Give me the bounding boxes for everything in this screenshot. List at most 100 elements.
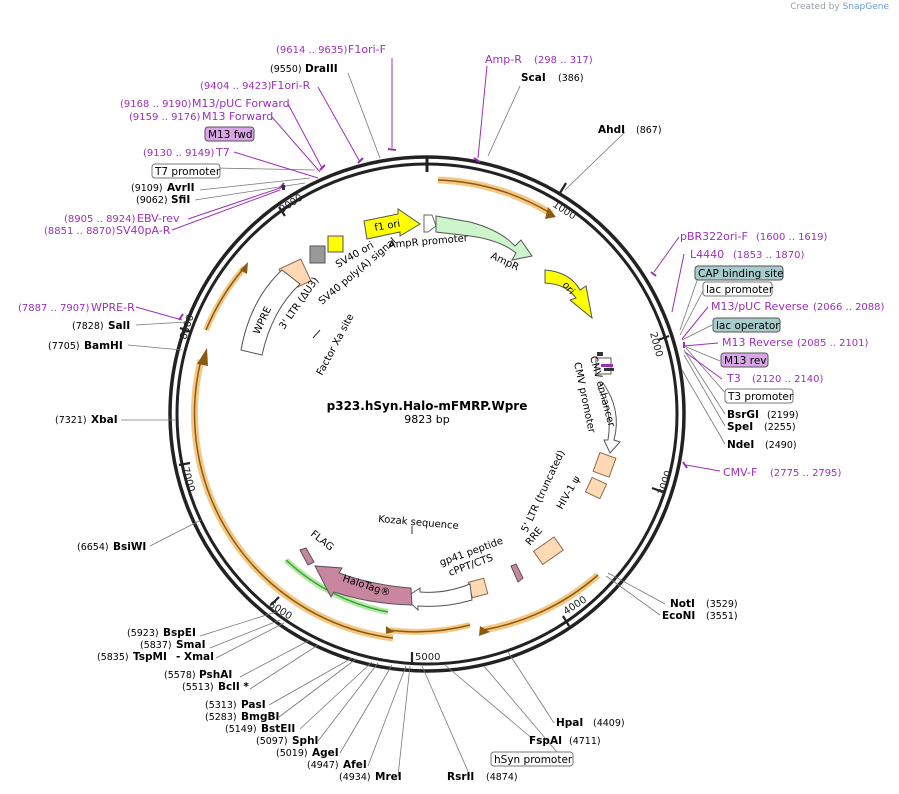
primer-t3-name: T3 [726, 372, 741, 385]
primer-leaders [135, 58, 723, 472]
tick-label-5000: 5000 [415, 652, 440, 663]
primer-f1ori-r-range: (9404 .. 9423) [200, 81, 272, 92]
enzyme-draiii-pos: (9550) [270, 64, 302, 75]
label-cap-binding-site: CAP binding site [698, 268, 784, 280]
label-ltr5: 5' LTR (truncated) [520, 449, 568, 535]
enzyme-hpai-pos: (4409) [593, 718, 625, 729]
enzyme-ndei-name: NdeI [727, 439, 754, 451]
label-flag: FLAG [308, 529, 335, 554]
enzyme-sphi-name: SphI [292, 735, 318, 747]
primer-t3-range: (2120 .. 2140) [752, 374, 824, 385]
primer-m13puc-forward-name: M13/pUC Forward [192, 97, 290, 110]
primer-m13-forward-range: (9159 .. 9176) [129, 112, 201, 123]
enzyme-afei-name: AfeI [343, 759, 367, 771]
enzyme-smai-pos: (5837) [140, 640, 172, 651]
primer-marks [178, 148, 688, 469]
primer-amp-r-range: (298 .. 317) [534, 55, 593, 66]
lac-operator-box [712, 317, 781, 333]
label-m13-fwd: M13 fwd [208, 129, 253, 141]
enzyme-ahdi-name: AhdI [598, 124, 625, 136]
primer-wpre-r-name: WPRE-R [91, 301, 135, 314]
label-kozak: Kozak sequence [378, 514, 459, 532]
enzyme-bsrgi-name: BsrGI [727, 409, 759, 421]
label-factor-xa: Factor Xa site [315, 312, 357, 377]
enzyme-rsrii-pos: (4874) [486, 772, 518, 783]
enzyme-fspai-name: FspAI [529, 735, 562, 747]
label-t3-promoter: T3 promoter [727, 391, 794, 403]
primer-l4440-name: L4440 [690, 248, 724, 261]
rre-box [532, 536, 564, 566]
primer-ebv-rev-name: EBV-rev [137, 212, 180, 225]
enzyme-sfii-pos: (9062) [136, 195, 168, 206]
enzyme-bmgbi-name: BmgBI [241, 711, 279, 723]
snapgene-credit: Created by SnapGene [790, 2, 889, 12]
enzyme-smai-name: SmaI [176, 639, 206, 651]
enzyme-avrii-name: AvrII [167, 182, 195, 194]
label-f1-ori: f1 ori [374, 219, 402, 234]
primer-f1ori-f-name: F1ori-F [348, 43, 386, 56]
label-lac-operator: lac operator [716, 320, 780, 332]
enzyme-bspei-pos: (5923) [127, 628, 159, 639]
enzyme-draiii-name: DraIII [305, 63, 338, 75]
primer-pbr322ori-f-range: (1600 .. 1619) [756, 232, 828, 243]
primer-f1ori-f-range: (9614 .. 9635) [276, 45, 348, 56]
label-t7-promoter: T7 promoter [154, 166, 221, 178]
primer-t7-range: (9130 .. 9149) [143, 148, 215, 159]
snapgene-brand: SnapGene [842, 2, 889, 12]
label-lac-promoter: lac promoter [706, 284, 774, 296]
primer-m13puc-reverse-name: M13/pUC Reverse [711, 300, 809, 313]
enzyme-xmai-name: - XmaI [176, 651, 214, 663]
enzyme-bmgbi-pos: (5283) [205, 712, 237, 723]
label-hsyn-promoter: hSyn promoter [494, 754, 573, 766]
halotag-arrow [314, 565, 413, 606]
primer-m13-reverse-name: M13 Reverse [722, 336, 793, 349]
enzyme-noti-name: NotI [670, 598, 695, 610]
primer-amp-r-name: Amp-R [485, 53, 522, 66]
ampr-promoter-arrow [423, 214, 437, 233]
enzyme-bcli-pos: (5513) [182, 682, 214, 693]
enzyme-sali-pos: (7828) [72, 321, 104, 332]
primer-l4440-range: (1853 .. 1870) [733, 250, 805, 261]
enzyme-sfii-name: SfiI [171, 194, 190, 206]
enzyme-bsrgi-pos: (2199) [767, 410, 799, 421]
hsyn-promoter-box [490, 751, 574, 767]
plasmid-name: p323.hSyn.Halo-mFMRP.Wpre [327, 399, 528, 413]
m13-rev-box [720, 352, 769, 368]
primer-m13-reverse-range: (2085 .. 2101) [797, 338, 869, 349]
enzyme-agei-name: AgeI [312, 747, 339, 759]
flag-marker [299, 547, 315, 566]
sv40-polya-box [309, 245, 326, 264]
gp41-marker [510, 563, 524, 583]
enzyme-pasi-name: PasI [241, 699, 266, 711]
enzyme-sphi-pos: (5097) [256, 736, 288, 747]
primer-m13puc-forward-range: (9168 .. 9190) [120, 99, 192, 110]
cap-binding-site-box [694, 265, 784, 281]
sv40-ori-box [327, 235, 344, 253]
primer-cmv-f-range: (2775 .. 2795) [770, 468, 842, 479]
enzyme-tspmi-pos: (5835) [97, 652, 129, 663]
m13-fwd-box [204, 126, 255, 142]
tick-marks [178, 182, 670, 664]
enzyme-mrei-name: MreI [375, 771, 402, 783]
enzyme-bsiwi-pos: (6654) [77, 542, 109, 553]
lac-promoter-box [702, 281, 773, 297]
t7-promoter-box [151, 163, 221, 179]
hsyn-promoter-arrow [404, 583, 473, 612]
enzyme-hpai-name: HpaI [556, 717, 583, 729]
enzyme-bsteii-name: BstEII [261, 723, 295, 735]
plasmid-size: 9823 bp [404, 413, 449, 426]
tick-label-2000: 2000 [647, 331, 664, 358]
leader-lines [121, 72, 729, 777]
t3-promoter-box [724, 388, 794, 404]
enzyme-bamhi-pos: (7705) [48, 341, 80, 352]
enzyme-pshai-name: PshAI [199, 669, 232, 681]
enzyme-mrei-pos: (4934) [339, 772, 371, 783]
cmv-promoter-arrow [597, 382, 621, 454]
primer-m13-forward-name: M13 Forward [202, 110, 273, 123]
enzyme-econi-pos: (3551) [706, 611, 738, 622]
enzyme-econi-name: EcoNI [662, 610, 695, 622]
primer-pbr322ori-f-name: pBR322ori-F [680, 230, 748, 243]
enzyme-xbai-pos: (7321) [55, 415, 87, 426]
primer-m13puc-reverse-range: (2066 .. 2088) [813, 302, 885, 313]
enzyme-xbai-name: XbaI [91, 414, 118, 426]
